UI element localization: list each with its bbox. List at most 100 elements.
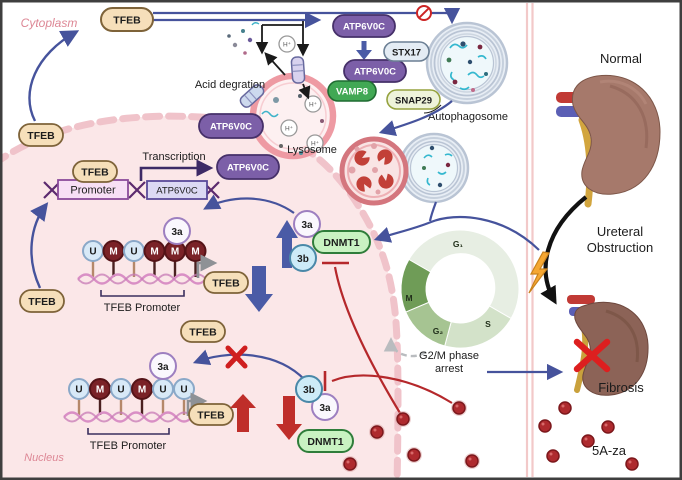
tfeb-label: TFEB [113, 15, 141, 27]
g2m-arrest-label-1: G2/M phase [419, 350, 479, 362]
autophagosome-label: Autophagosome [428, 111, 508, 123]
cpg-site: U [130, 247, 137, 258]
dnmt3b-label: 3b [303, 385, 315, 396]
dnmt3a-circle: 3a [163, 217, 191, 245]
obstruction-x-icon [573, 338, 611, 373]
tfeb-promoter-label: TFEB Promoter [90, 440, 167, 452]
dnmt3a-label: 3a [319, 403, 331, 414]
atp6v0c-label: ATP6V0C [354, 67, 396, 78]
tfeb-pill-low-expression: TFEB [203, 271, 249, 294]
snap29-label: SNAP29 [395, 96, 432, 107]
proton-icon-outside: H⁺ [278, 35, 296, 53]
lysosomal-enzymes [354, 149, 394, 192]
kidney-obstructed [567, 295, 649, 396]
dnmt3a-circle: 3a [311, 393, 339, 421]
arrow-obstruction-to-dnmt1 [373, 215, 540, 251]
tfeb-pill-cytoplasm: TFEB [100, 7, 154, 32]
cpg-site: U [75, 385, 82, 396]
stx17-label: STX17 [392, 48, 421, 59]
renal-artery [567, 295, 595, 304]
arrow-up-red [230, 394, 256, 432]
autolysosome [339, 132, 470, 206]
dnmt3a-label: 3a [171, 227, 183, 238]
dnmt3a-circle: 3a [149, 352, 177, 380]
bracket [87, 428, 170, 435]
atp6v0c-gene-label: ATP6V0C [156, 186, 198, 197]
normal-label: Normal [600, 51, 642, 66]
autophagosome [425, 21, 509, 105]
tfeb-label: TFEB [189, 327, 217, 339]
h-plus-label: H⁺ [311, 141, 320, 148]
proton-pump-icon [239, 84, 265, 108]
atp6v0c-label: ATP6V0C [210, 122, 252, 133]
arrow-down-blue [245, 266, 273, 312]
tfeb-label: TFEB [81, 167, 109, 179]
atp6v0c-label: ATP6V0C [343, 22, 385, 33]
h-plus-label: H⁺ [283, 42, 292, 49]
tss-arrow [186, 392, 208, 416]
proton-pump-icon [290, 56, 306, 84]
arrest-arrow [383, 337, 427, 358]
dnmt1-label: DNMT1 [307, 436, 343, 448]
vamp8-label: VAMP8 [336, 87, 368, 98]
tfeb-pill-restored: TFEB [188, 403, 234, 426]
arrow-down-red [276, 396, 302, 440]
dna-strand [63, 411, 193, 423]
g2-label: G₂ [433, 326, 444, 336]
arrow-h-into-lysosome [298, 83, 311, 100]
arrow-obstruction [540, 195, 588, 305]
phase-m [400, 258, 432, 313]
cpg-site: U [159, 385, 166, 396]
s-label: S [485, 319, 491, 329]
cpg-site: M [96, 385, 104, 396]
ureteral-obstruction-label-2: Obstruction [587, 240, 653, 255]
transcription-label: Transcription [142, 151, 205, 163]
dnmt1-label: DNMT1 [323, 237, 359, 249]
tfeb-pill-on-promoter: TFEB [72, 160, 118, 183]
cargo-squiggle [261, 110, 279, 118]
lysosome: H⁺ H⁺ H⁺ [239, 56, 337, 160]
tfeb-promoter-label: TFEB Promoter [104, 302, 181, 314]
atp6v0c-gene-box: ATP6V0C [146, 180, 208, 200]
blocked-x-icon [225, 345, 248, 369]
arrow-up-blue [276, 220, 298, 268]
cpg-site: M [109, 247, 117, 258]
phase-g1 [408, 229, 520, 320]
proton-icon: H⁺ [306, 134, 324, 152]
degraded-particles [227, 22, 260, 55]
acid-degradation-label: Acid degration [195, 79, 265, 91]
arrow-tfeb-export [28, 30, 80, 122]
tfeb-label: TFEB [197, 410, 225, 422]
h-plus-label: H⁺ [285, 126, 294, 133]
cpg-site: U [180, 385, 187, 396]
h-plus-label: H⁺ [309, 102, 318, 109]
tfeb-promoter-methylated: U M U M M M 3a TFEB Promoter [77, 217, 218, 314]
lightning-icon [528, 251, 550, 294]
atp6v0c-label: ATP6V0C [227, 163, 269, 174]
atp6v0c-pill-top: ATP6V0C [332, 14, 396, 38]
g1-label: G₁ [453, 239, 464, 249]
dnmt3b-circle: 3b [295, 375, 323, 403]
promoter-label: Promoter [70, 185, 116, 197]
inhibition-lines [322, 261, 453, 414]
line-autolysosome-junction [428, 201, 438, 222]
arrow-dnmt3-blocked [192, 349, 306, 381]
snap29-pill: SNAP29 [386, 89, 441, 110]
dnmt3b-label: 3b [297, 254, 309, 265]
dnmt3a-circle: 3a [293, 210, 321, 238]
tfeb-label: TFEB [212, 278, 240, 290]
bracket [100, 290, 185, 297]
cytoplasm-label: Cytoplasm [21, 16, 78, 30]
cpg-site: M [150, 247, 158, 258]
kidney-normal [556, 74, 661, 208]
arrow-tfeb-to-promoter [30, 202, 49, 289]
tss-arrow [196, 254, 218, 278]
arrow-acid-degradation [264, 52, 286, 76]
5aza-dots-panel [538, 401, 639, 471]
cpg-site: M [138, 385, 146, 396]
tfeb-signal-lines [153, 5, 461, 57]
cpg-site: U [117, 385, 124, 396]
